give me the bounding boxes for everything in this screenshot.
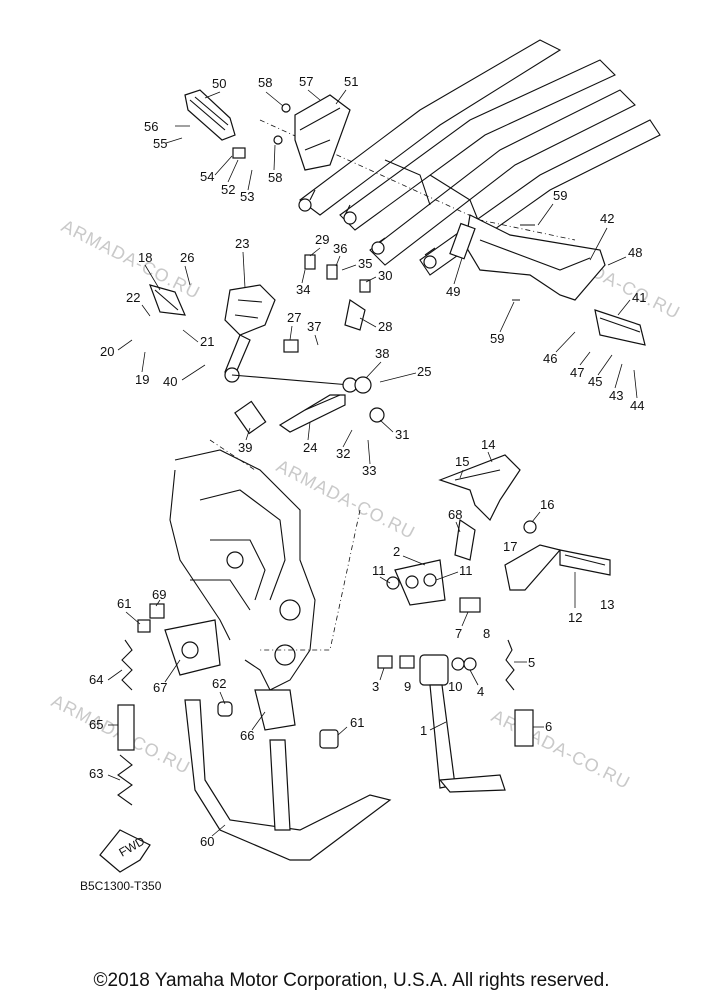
sidestand <box>377 639 534 793</box>
callout-label: 20 <box>100 344 114 359</box>
callout-label: 61 <box>350 715 364 730</box>
callout-label: 15 <box>455 454 469 469</box>
callout-label: 8 <box>483 626 490 641</box>
callout-label: 25 <box>417 364 431 379</box>
callout-label: 7 <box>455 626 462 641</box>
fwd-arrow: FWD <box>99 829 151 873</box>
assembly-line <box>260 509 361 651</box>
callout-label: 16 <box>540 497 554 512</box>
callout-label: 11 <box>372 563 386 578</box>
callout-label: 18 <box>138 250 152 265</box>
callout-label: 49 <box>446 284 460 299</box>
callout-label: 41 <box>632 290 646 305</box>
callout-label: 57 <box>299 74 313 89</box>
callout-label: 11 <box>459 563 473 578</box>
callout-label: 60 <box>200 834 214 849</box>
callout-label: 36 <box>333 241 347 256</box>
callout-label: 51 <box>344 74 358 89</box>
assembly-line <box>209 439 256 471</box>
rider-footrest-right <box>386 454 611 613</box>
callout-label: 13 <box>600 597 614 612</box>
callout-label: 59 <box>490 331 504 346</box>
callout-label: 21 <box>200 334 214 349</box>
callout-label: 1 <box>420 723 427 738</box>
callout-label: 64 <box>89 672 103 687</box>
callout-label: 47 <box>570 365 584 380</box>
callout-label: 30 <box>378 268 392 283</box>
callout-label: 32 <box>336 446 350 461</box>
diagram-code: B5C1300-T350 <box>80 879 162 893</box>
callout-label: 33 <box>362 463 376 478</box>
callout-label: 53 <box>240 189 254 204</box>
callout-label: 37 <box>307 319 321 334</box>
callout-label: 69 <box>152 587 166 602</box>
callout-label: 10 <box>448 679 462 694</box>
callout-label: 26 <box>180 250 194 265</box>
callout-label: 63 <box>89 766 103 781</box>
callout-label: 29 <box>315 232 329 247</box>
callout-label: 67 <box>153 680 167 695</box>
callout-label: 62 <box>212 676 226 691</box>
callout-label: 38 <box>375 346 389 361</box>
parts-diagram: ARMADA-CO.RU ARMADA-CO.RU ARMADA-CO.RU A… <box>48 39 684 893</box>
callout-label: 17 <box>503 539 517 554</box>
callout-label: 48 <box>628 245 642 260</box>
callout-label: 66 <box>240 728 254 743</box>
callout-label: 40 <box>163 374 177 389</box>
callout-label: 44 <box>630 398 644 413</box>
callout-label: 58 <box>268 170 282 185</box>
callout-label: 50 <box>212 76 226 91</box>
rear-frame <box>298 39 661 276</box>
callout-label: 28 <box>378 319 392 334</box>
rear-footrest-right <box>449 214 646 346</box>
callout-label: 46 <box>543 351 557 366</box>
callout-label: 68 <box>448 507 462 522</box>
callout-label: 6 <box>545 719 552 734</box>
callouts: 1 2 3 4 5 6 7 8 9 10 11 11 12 13 14 15 1… <box>89 74 646 849</box>
callout-label: 27 <box>287 310 301 325</box>
callout-label: 3 <box>372 679 379 694</box>
callout-label: 61 <box>117 596 131 611</box>
watermark: ARMADA-CO.RU <box>273 456 418 543</box>
callout-label: 23 <box>235 236 249 251</box>
callout-label: 35 <box>358 256 372 271</box>
callout-label: 9 <box>404 679 411 694</box>
callout-label: 54 <box>200 169 214 184</box>
callout-label: 65 <box>89 717 103 732</box>
callout-label: 39 <box>238 440 252 455</box>
rider-footrest-left <box>149 254 385 435</box>
callout-label: 22 <box>126 290 140 305</box>
callout-label: 58 <box>258 75 272 90</box>
callout-label: 43 <box>609 388 623 403</box>
watermark: ARMADA-CO.RU <box>488 706 633 793</box>
callout-label: 5 <box>528 655 535 670</box>
callout-label: 24 <box>303 440 317 455</box>
callout-label: 31 <box>395 427 409 442</box>
callout-label: 14 <box>481 437 495 452</box>
centerstand <box>117 603 392 861</box>
callout-label: 4 <box>477 684 484 699</box>
callout-label: 52 <box>221 182 235 197</box>
callout-label: 45 <box>588 374 602 389</box>
callout-label: 12 <box>568 610 582 625</box>
callout-label: 34 <box>296 282 310 297</box>
copyright-notice: ©2018 Yamaha Motor Corporation, U.S.A. A… <box>93 970 610 991</box>
rear-footrest-left <box>175 89 351 171</box>
callout-label: 42 <box>600 211 614 226</box>
callout-label: 59 <box>553 188 567 203</box>
callout-label: 56 <box>144 119 158 134</box>
callout-label: 19 <box>135 372 149 387</box>
callout-label: 55 <box>153 136 167 151</box>
callout-label: 2 <box>393 544 400 559</box>
